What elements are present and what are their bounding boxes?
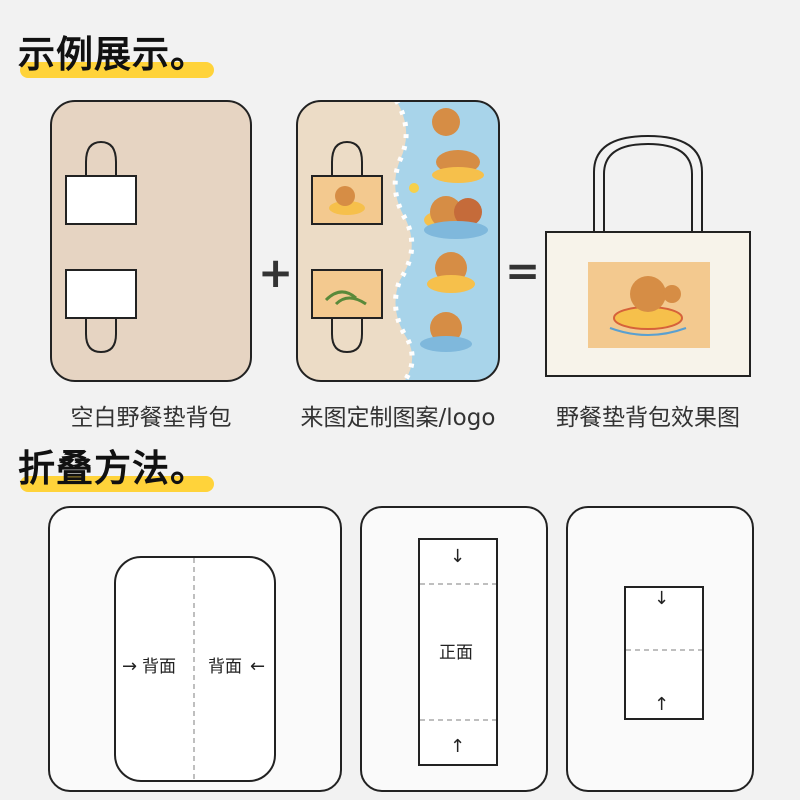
heading-highlight xyxy=(20,476,214,492)
caption-blank: 空白野餐垫背包 xyxy=(70,405,232,431)
plus-sign: + xyxy=(258,248,294,297)
fold-step-2-card: ↓ 正面 ↑ xyxy=(360,506,548,792)
blank-mat-svg xyxy=(50,100,252,382)
caption-custom: 来图定制图案/logo xyxy=(300,405,496,431)
arrow-down-icon: ↓ xyxy=(654,588,670,609)
tote-bag-illustration xyxy=(544,132,752,378)
custom-mat-illustration xyxy=(296,100,500,382)
arrow-down-icon: ↓ xyxy=(450,546,466,567)
back-side-label-right: 背面 xyxy=(208,657,242,677)
arrow-up-icon: ↑ xyxy=(654,694,670,715)
section-title-example: 示例展示。 xyxy=(18,33,208,76)
back-side-label-left: 背面 xyxy=(142,657,176,677)
fold-step-3-mat xyxy=(624,586,704,720)
fold-step-2-mat xyxy=(418,538,498,766)
arrow-up-icon: ↑ xyxy=(450,736,466,757)
heading-highlight xyxy=(20,62,214,78)
fold-step-1-card: → 背面 背面 ← xyxy=(48,506,342,792)
arrow-left-icon: ← xyxy=(250,656,266,677)
custom-mat-svg xyxy=(296,100,500,382)
fold-step-3-card: ↓ ↑ xyxy=(566,506,754,792)
fold-step-1-mat xyxy=(114,556,276,782)
caption-result: 野餐垫背包效果图 xyxy=(556,405,740,431)
arrow-right-icon: → xyxy=(122,656,138,677)
section-title-folding: 折叠方法。 xyxy=(18,447,208,490)
tote-bag-svg xyxy=(545,134,751,377)
front-side-label: 正面 xyxy=(439,643,473,663)
blank-mat-illustration xyxy=(50,100,252,382)
equals-sign: = xyxy=(505,246,541,295)
